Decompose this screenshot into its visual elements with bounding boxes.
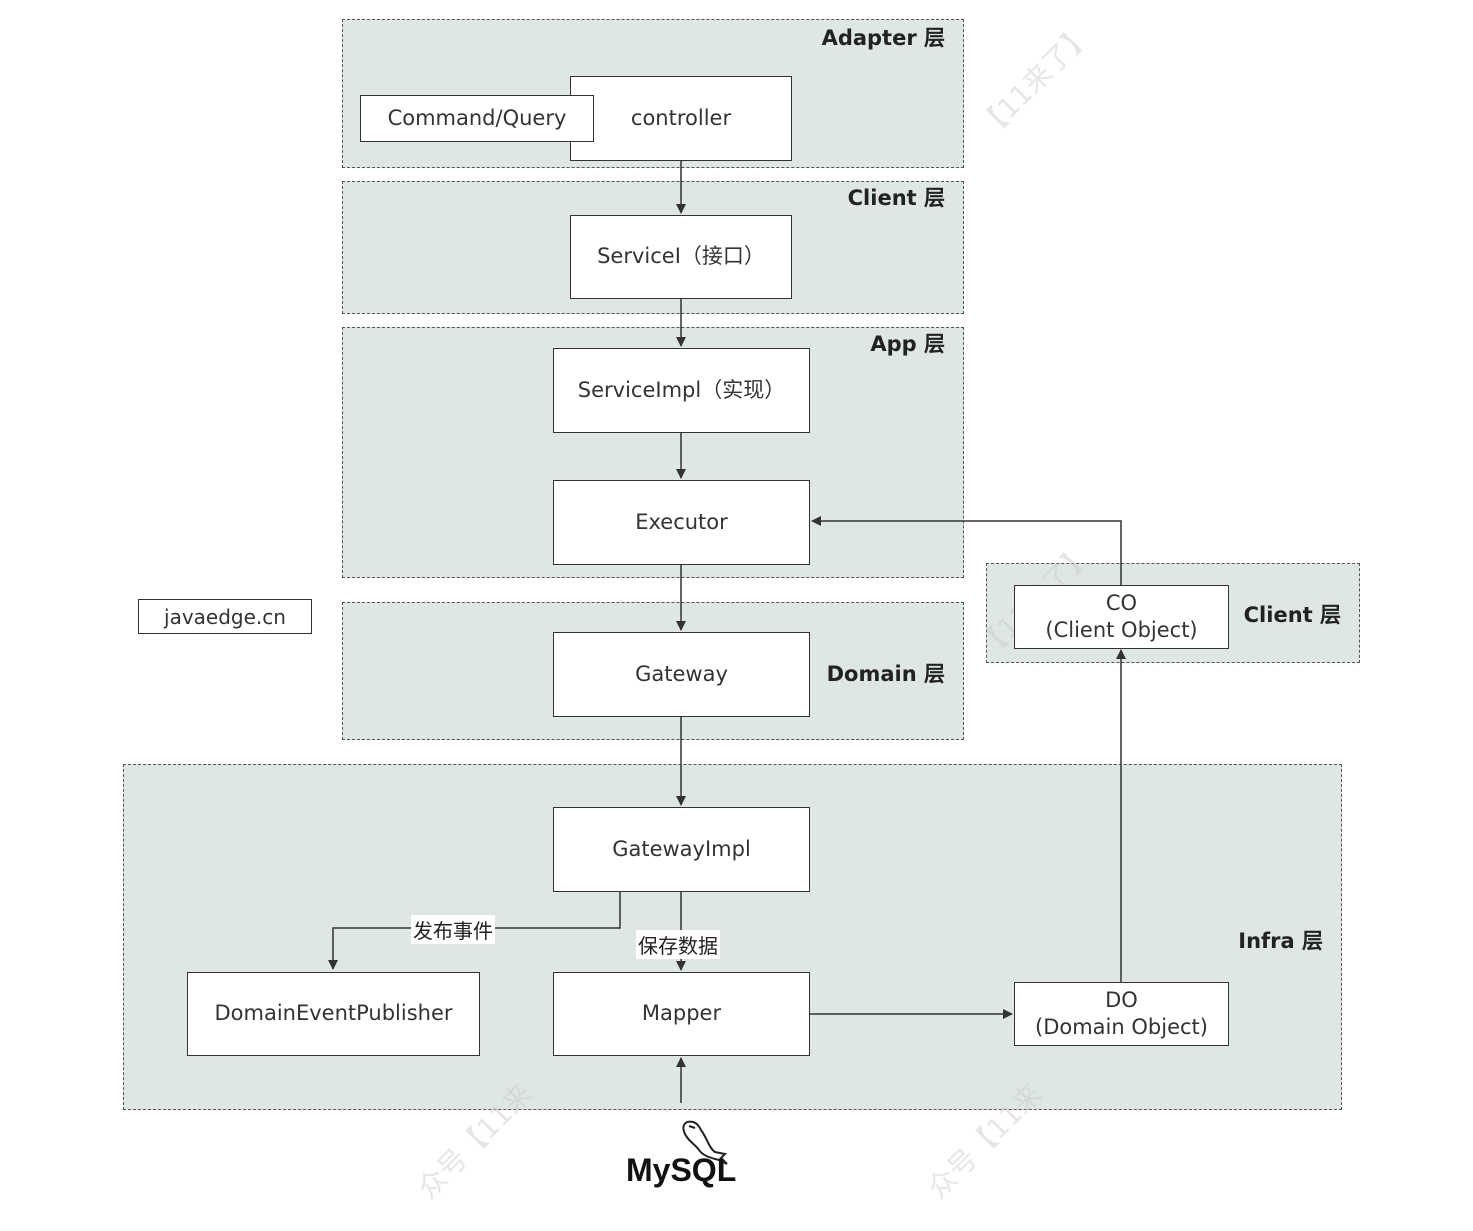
command-query-label: Command/Query [387, 105, 567, 130]
save-data-label: 保存数据 [636, 930, 720, 959]
co-box: CO (Client Object) [1014, 585, 1229, 649]
controller-label: controller [630, 105, 732, 130]
service-i-box: ServiceI（接口） [570, 215, 792, 299]
co-subtitle: (Client Object) [1045, 618, 1198, 642]
gateway-impl-label: GatewayImpl [612, 836, 751, 861]
dolphin-icon [682, 1120, 728, 1165]
do-subtitle: (Domain Object) [1035, 1015, 1208, 1039]
domain-event-publisher-box: DomainEventPublisher [187, 972, 480, 1056]
app-layer-label: App 层 [870, 332, 945, 356]
domain-layer-label: Domain 层 [826, 662, 945, 686]
service-impl-label: ServiceImpl（实现） [577, 377, 786, 402]
client-layer-top-label: Client 层 [847, 186, 945, 210]
service-impl-box: ServiceImpl（实现） [553, 348, 810, 433]
do-box: DO (Domain Object) [1014, 982, 1229, 1046]
domain-event-publisher-label: DomainEventPublisher [214, 1001, 453, 1026]
infra-layer-label: Infra 层 [1238, 929, 1323, 953]
site-label: javaedge.cn [164, 604, 286, 629]
do-title: DO [1105, 987, 1138, 1012]
client-layer-right-label: Client 层 [1243, 603, 1341, 627]
adapter-layer-label: Adapter 层 [821, 26, 945, 50]
gateway-impl-box: GatewayImpl [553, 807, 810, 892]
service-i-label: ServiceI（接口） [597, 244, 765, 269]
mapper-box: Mapper [553, 972, 810, 1056]
site-label-box: javaedge.cn [138, 599, 312, 634]
command-query-box: Command/Query [360, 95, 594, 142]
executor-label: Executor [635, 509, 728, 534]
mysql-logo-text: MySQL [626, 1152, 737, 1188]
arrow-co-executor [811, 516, 1122, 586]
gateway-label: Gateway [635, 661, 728, 686]
co-title: CO [1105, 590, 1138, 615]
executor-box: Executor [553, 480, 810, 565]
mapper-label: Mapper [641, 1001, 722, 1026]
publish-event-label: 发布事件 [411, 915, 495, 944]
gateway-box: Gateway [553, 632, 810, 717]
controller-box: controller [570, 76, 792, 161]
